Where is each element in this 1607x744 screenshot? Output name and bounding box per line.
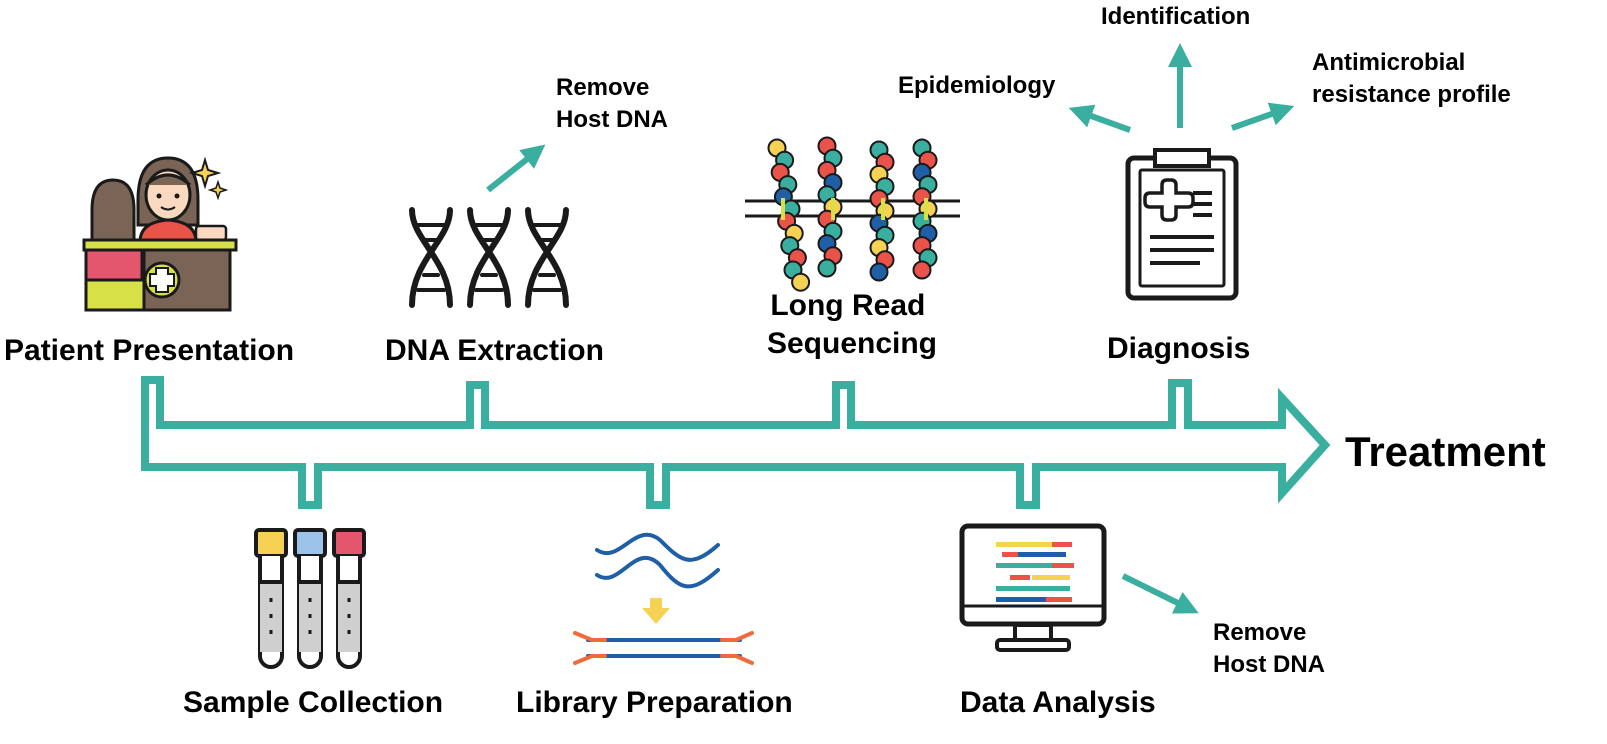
sequence-bead — [912, 260, 932, 280]
dna-helix-icon — [409, 207, 569, 308]
sequence-bead — [869, 262, 889, 282]
stage-label-diagnosis: Diagnosis — [1107, 332, 1250, 365]
stage-label-library-preparation: Library Preparation — [516, 686, 793, 719]
sequence-bead — [791, 272, 811, 292]
pore-marker — [924, 198, 928, 220]
annotation-remove-host-dna-bottom: Remove Host DNA — [1213, 619, 1325, 678]
sequence-bead — [817, 258, 837, 278]
stage-label-dna-extraction: DNA Extraction — [385, 334, 604, 367]
annotation-identification: Identification — [1101, 3, 1250, 30]
annotation-antimicrobial-resistance: Antimicrobial resistance profile — [1312, 49, 1511, 108]
clipboard-medical-icon — [1125, 148, 1239, 301]
treatment-label: Treatment — [1345, 428, 1546, 475]
dna-library-icon — [573, 532, 754, 665]
nanopore-sequencing-icon — [745, 136, 960, 292]
computer-monitor-icon — [959, 523, 1107, 652]
pore-marker — [881, 198, 885, 220]
stage-label-long-read-sequencing: Long Read Sequencing — [767, 289, 937, 360]
stage-label-data-analysis: Data Analysis — [960, 686, 1156, 719]
receptionist-icon — [82, 156, 238, 312]
stage-label-sample-collection: Sample Collection — [183, 686, 443, 719]
arrow-epidemiology — [1068, 104, 1132, 133]
arrow-antimicrobial — [1231, 102, 1295, 131]
pore-marker — [831, 198, 835, 220]
remove-host-dna-arrow-top — [486, 144, 546, 193]
remove-host-dna-arrow-bottom — [1121, 573, 1199, 614]
test-tubes-icon — [254, 528, 366, 669]
annotation-epidemiology: Epidemiology — [898, 72, 1056, 99]
pore-marker — [781, 198, 785, 220]
timeline-arrow — [141, 376, 1331, 509]
annotation-remove-host-dna-top: Remove Host DNA — [556, 74, 668, 133]
stage-label-patient-presentation: Patient Presentation — [4, 334, 294, 367]
